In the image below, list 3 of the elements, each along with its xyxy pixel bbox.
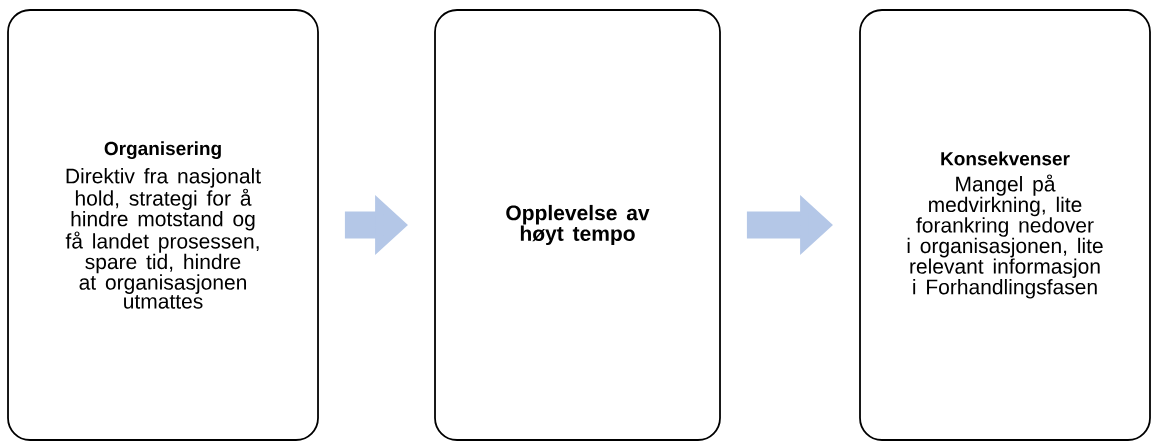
process-box: Opplevelse av høyt tempo	[434, 9, 721, 441]
process-box: Organisering Direktiv fra nasjonalt hold, strategi for å hindre motstand og få landet prosessen, spare tid, hindre at organisasjonen utmattes	[7, 9, 319, 441]
process-box: Konsekvenser Mangel på medvirkning, lite forankring nedover i organisasjonen, lite relevant informasjon i Forhandlingsfasen	[859, 9, 1151, 441]
